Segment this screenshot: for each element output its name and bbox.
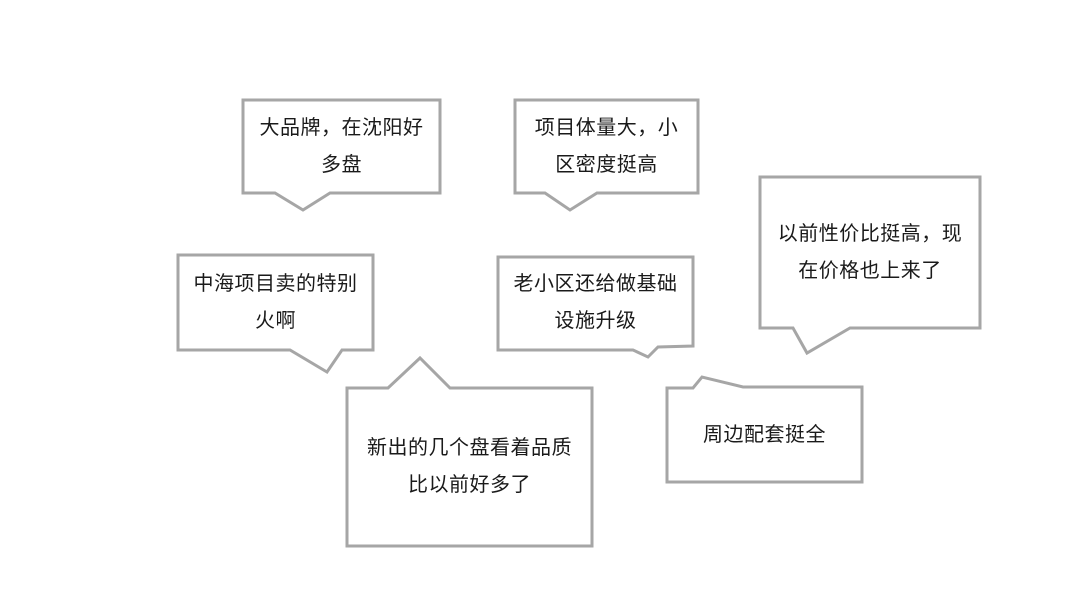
speech-bubble-brand: 大品牌，在沈阳好 多盘	[241, 98, 442, 212]
bubble-text-line: 比以前好多了	[408, 474, 531, 496]
speech-bubble-volume: 项目体量大，小 区密度挺高	[513, 98, 700, 212]
bubble-text-line: 区密度挺高	[555, 153, 658, 176]
bubble-text-line: 多盘	[321, 153, 362, 176]
bubble-outline	[241, 98, 442, 212]
bubble-text-line: 新出的几个盘看着品质	[367, 437, 572, 459]
bubble-text: 大品牌，在沈阳好 多盘	[243, 100, 440, 193]
bubble-text-line: 中海项目卖的特别	[193, 272, 358, 295]
bubble-text: 项目体量大，小 区密度挺高	[515, 100, 698, 193]
bubble-text: 周边配套挺全	[667, 388, 862, 482]
bubble-outline	[176, 253, 375, 375]
speech-bubble-upgrade: 老小区还给做基础 设施升级	[496, 255, 695, 359]
bubble-outline	[758, 175, 982, 356]
bubble-text: 以前性价比挺高，现 在价格也上来了	[760, 177, 980, 328]
bubble-text: 中海项目卖的特别 火啊	[178, 255, 373, 350]
speech-bubble-hot-sales: 中海项目卖的特别 火啊	[176, 253, 375, 375]
bubble-outline	[496, 255, 695, 359]
speech-bubble-price: 以前性价比挺高，现 在价格也上来了	[758, 175, 982, 357]
bubble-text: 新出的几个盘看着品质 比以前好多了	[347, 388, 592, 546]
bubble-text-line: 周边配套挺全	[703, 423, 826, 446]
bubble-text-line: 大品牌，在沈阳好	[259, 116, 424, 139]
bubble-text-line: 以前性价比挺高，现	[777, 222, 963, 245]
bubble-outline	[513, 98, 700, 212]
bubble-text-line: 老小区还给做基础	[513, 273, 678, 295]
speech-bubble-facilities: 周边配套挺全	[665, 375, 864, 484]
bubble-text-line: 火啊	[255, 309, 296, 332]
bubble-text-line: 设施升级	[554, 310, 637, 332]
bubble-text: 老小区还给做基础 设施升级	[498, 257, 693, 349]
speech-bubble-quality: 新出的几个盘看着品质 比以前好多了	[345, 355, 594, 548]
bubble-text-line: 项目体量大，小	[534, 116, 679, 139]
bubble-outline	[665, 375, 864, 484]
bubble-text-line: 在价格也上来了	[798, 259, 942, 282]
bubble-outline	[345, 355, 594, 548]
